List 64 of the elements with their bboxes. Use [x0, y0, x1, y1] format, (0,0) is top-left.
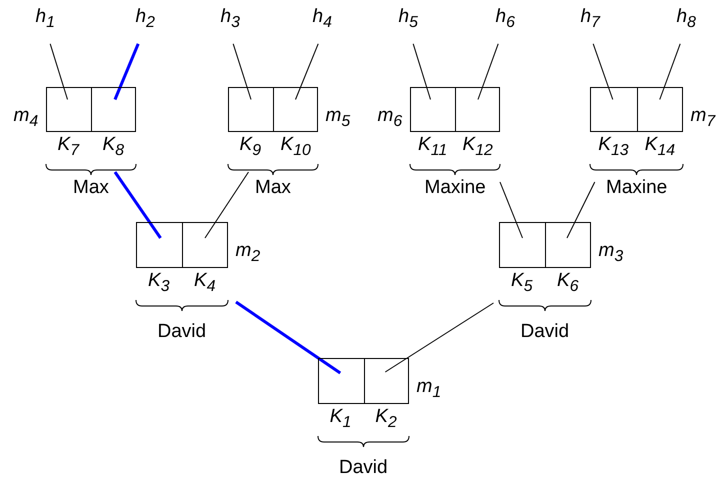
box-label: m$_{7}$ [690, 104, 716, 132]
name-label: Max [255, 177, 291, 199]
connector-line [50, 43, 68, 100]
record-cell [545, 222, 591, 268]
name-label: David [520, 321, 570, 343]
name-label: Maxine [606, 177, 668, 199]
variable-label: h$_{4}$ [312, 6, 332, 33]
variable-label: h$_{1}$ [36, 6, 55, 33]
box-label: m$_{5}$ [326, 104, 350, 132]
cell-label: K$_{1}$ [330, 406, 352, 433]
record-cell [318, 358, 364, 404]
connector-line [412, 43, 431, 100]
variable-label: h$_{7}$ [580, 6, 600, 33]
box-label: m$_{6}$ [378, 104, 402, 132]
cell-label: K$_{7}$ [58, 134, 79, 161]
record-cell [590, 87, 638, 132]
variable-label: h$_{2}$ [136, 6, 155, 33]
record-cell [499, 222, 546, 268]
box-label: m$_{4}$ [14, 104, 38, 132]
record-cell [136, 222, 183, 268]
connector-line [204, 172, 249, 238]
cell-label: K$_{8}$ [102, 134, 124, 161]
connector-line [478, 43, 499, 100]
variable-label: h$_{8}$ [676, 6, 696, 33]
connector-line [500, 182, 523, 238]
cell-label: K$_{4}$ [194, 270, 216, 297]
record-cell [636, 87, 683, 132]
cell-label: K$_{3}$ [148, 270, 170, 297]
cell-label: K$_{2}$ [375, 406, 397, 433]
record-cell [273, 87, 318, 132]
cell-label: K$_{10}$ [280, 134, 311, 161]
connector-line [659, 43, 681, 100]
record-cell [455, 87, 500, 132]
variable-label: h$_{6}$ [496, 6, 515, 33]
cell-label: K$_{12}$ [462, 134, 493, 161]
record-cell [228, 87, 274, 132]
box-label: m$_{1}$ [416, 376, 442, 403]
cell-label: K$_{6}$ [557, 270, 578, 297]
name-label: Maxine [424, 177, 486, 199]
name-label: David [339, 457, 388, 479]
box-label: m$_{3}$ [598, 240, 624, 267]
connector-line [592, 43, 614, 100]
cell-label: K$_{11}$ [418, 134, 448, 161]
connector-line [114, 43, 140, 100]
record-cell [46, 87, 92, 132]
connector-line [566, 182, 596, 238]
connector-line [295, 43, 319, 100]
cell-label: K$_{9}$ [240, 134, 261, 161]
connector-line [384, 302, 494, 372]
connector-line [114, 171, 162, 239]
record-cell [364, 358, 409, 404]
name-label: David [158, 321, 206, 343]
connector-line [232, 43, 252, 100]
variable-label: h$_{5}$ [398, 6, 418, 33]
box-label: m$_{2}$ [236, 240, 260, 267]
cell-label: K$_{5}$ [511, 270, 532, 297]
record-cell [410, 87, 456, 132]
name-label: Max [73, 177, 109, 199]
variable-label: h$_{3}$ [220, 6, 240, 33]
record-cell [91, 87, 136, 132]
record-cell [182, 222, 228, 268]
cell-label: K$_{13}$ [598, 134, 629, 161]
connector-line [235, 300, 342, 374]
cell-label: K$_{14}$ [644, 134, 676, 161]
